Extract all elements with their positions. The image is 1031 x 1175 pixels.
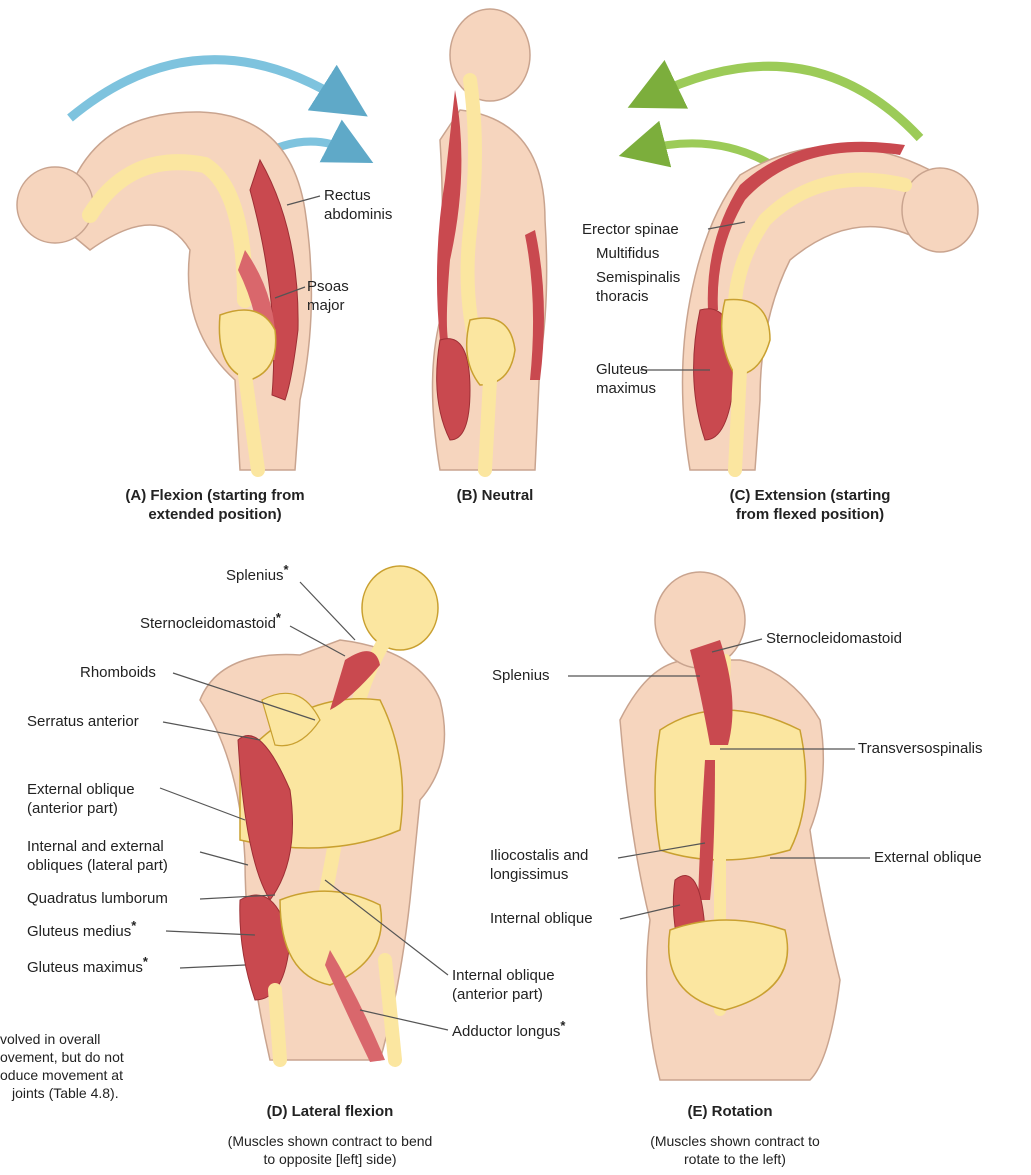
panel-a-arrow-large <box>70 60 345 118</box>
caption-d: (D) Lateral flexion <box>220 1102 440 1121</box>
leader-d-gluteus-maximus <box>180 965 245 968</box>
caption-a: (A) Flexion (starting from extended posi… <box>65 486 365 524</box>
label-psoas-major: Psoas major <box>307 277 349 315</box>
panel-a-head <box>17 167 93 243</box>
label-d-sternocleidomastoid: Sternocleidomastoid* <box>140 614 281 633</box>
panel-b-figure <box>433 9 547 470</box>
asterisk: * <box>143 954 148 969</box>
label-d-internal-external-obliques: Internal and external obliques (lateral … <box>27 837 168 875</box>
panel-b-head <box>450 9 530 101</box>
panel-d-body <box>200 640 445 1060</box>
panel-c-arrow-large <box>652 66 920 138</box>
label-d-gluteus-maximus: Gluteus maximus* <box>27 958 148 977</box>
caption-b: (B) Neutral <box>420 486 570 505</box>
label-multifidus: Multifidus <box>596 244 659 263</box>
label-d-gluteus-medius: Gluteus medius* <box>27 922 136 941</box>
label-rectus-abdominis: Rectus abdominis <box>324 186 392 224</box>
label-d-serratus-anterior: Serratus anterior <box>27 712 139 731</box>
label-d-rhomboids: Rhomboids <box>80 663 156 682</box>
panel-c-pelvis <box>722 300 770 376</box>
asterisk: * <box>131 918 136 933</box>
panel-c-femur <box>735 370 740 470</box>
label-d-external-oblique: External oblique (anterior part) <box>27 780 135 818</box>
leader-d-splenius <box>300 582 355 640</box>
label-semispinalis-thoracis: Semispinalis thoracis <box>596 268 680 306</box>
label-e-splenius: Splenius <box>492 666 550 685</box>
caption-e: (E) Rotation <box>650 1102 810 1121</box>
panel-c-figure <box>642 66 978 470</box>
panel-d-femur-left <box>275 990 280 1060</box>
panel-c-head <box>902 168 978 252</box>
leader-d-int-ext <box>200 852 248 865</box>
label-e-transversospinalis: Transversospinalis <box>858 739 983 758</box>
label-e-sternocleidomastoid: Sternocleidomastoid <box>766 629 902 648</box>
asterisk: * <box>284 562 289 577</box>
label-erector-spinae: Erector spinae <box>582 220 679 239</box>
subcaption-d: (Muscles shown contract to bend to oppos… <box>180 1132 480 1168</box>
caption-c: (C) Extension (starting from flexed posi… <box>680 486 940 524</box>
panel-e-figure <box>620 572 840 1080</box>
panel-d-femur-right <box>385 960 395 1060</box>
panel-b-femur <box>485 380 490 470</box>
panel-a-figure <box>17 60 352 470</box>
label-d-internal-oblique: Internal oblique (anterior part) <box>452 966 555 1004</box>
asterisk: * <box>276 610 281 625</box>
label-d-splenius: Splenius* <box>226 566 289 585</box>
label-e-external-oblique: External oblique <box>874 848 982 867</box>
panel-d-figure <box>200 566 445 1062</box>
label-e-iliocostalis-longissimus: Iliocostalis and longissimus <box>490 846 588 884</box>
label-d-quadratus-lumborum: Quadratus lumborum <box>27 889 168 908</box>
panel-d-head <box>362 566 438 650</box>
label-gluteus-maximus-c: Gluteus maximus <box>596 360 656 398</box>
label-d-adductor-longus: Adductor longus* <box>452 1022 565 1041</box>
label-e-internal-oblique: Internal oblique <box>490 909 593 928</box>
subcaption-e: (Muscles shown contract to rotate to the… <box>610 1132 860 1168</box>
leader-d-ext-oblique <box>160 788 245 820</box>
footnote-asterisk: volved in overall ovement, but do not od… <box>0 1030 124 1102</box>
asterisk: * <box>560 1018 565 1033</box>
